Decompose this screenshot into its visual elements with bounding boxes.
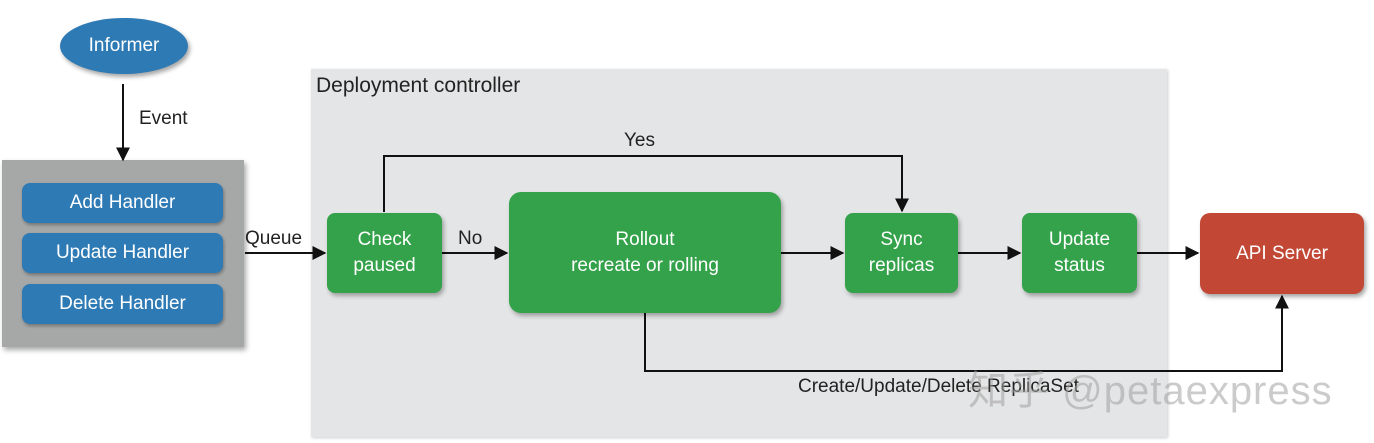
- informer-node: Informer: [60, 18, 188, 74]
- rollout-node: Rollout recreate or rolling: [509, 192, 781, 313]
- replicaset-label: Create/Update/Delete ReplicaSet: [798, 376, 1079, 397]
- update-status-line2: status: [1054, 255, 1105, 276]
- controller-title: Deployment controller: [316, 74, 521, 97]
- arrow-yes: [383, 155, 909, 213]
- sync-replicas-line1: Sync: [880, 229, 923, 250]
- delete-handler: Delete Handler: [22, 284, 223, 324]
- rollout-line2: recreate or rolling: [571, 254, 719, 276]
- event-label: Event: [139, 108, 188, 129]
- update-status-node: Update status: [1022, 213, 1137, 293]
- check-paused-line1: Check: [357, 229, 412, 250]
- delete-handler-label: Delete Handler: [59, 293, 186, 314]
- add-handler: Add Handler: [22, 183, 223, 223]
- informer-label: Informer: [88, 35, 160, 56]
- update-handler-label: Update Handler: [55, 242, 190, 263]
- update-status-line1: Update: [1048, 229, 1111, 250]
- check-paused-line2: paused: [353, 255, 416, 276]
- arrow-replicaset: [644, 294, 1289, 372]
- api-server-label: API Server: [1236, 242, 1328, 264]
- sync-replicas-node: Sync replicas: [845, 213, 958, 293]
- yes-label: Yes: [624, 130, 655, 151]
- check-paused-node: Check paused: [327, 213, 442, 293]
- update-handler: Update Handler: [22, 233, 223, 273]
- api-server-node: API Server: [1200, 213, 1364, 294]
- sync-replicas-line2: replicas: [868, 255, 935, 276]
- add-handler-label: Add Handler: [69, 192, 176, 213]
- rollout-line1: Rollout: [615, 228, 675, 250]
- no-label: No: [458, 228, 483, 249]
- watermark: 知乎 @petaexpress: [968, 369, 1333, 413]
- queue-label: Queue: [245, 228, 303, 249]
